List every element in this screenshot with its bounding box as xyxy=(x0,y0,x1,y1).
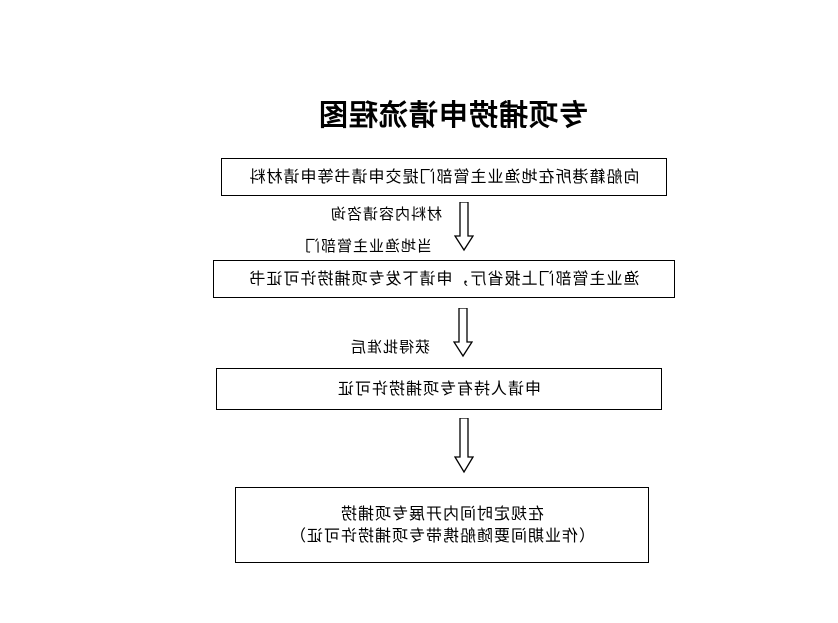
arrow-3 xyxy=(454,418,474,474)
note-approved: 获得批准后 xyxy=(349,338,430,356)
step-2-text: 渔业主管部门上报省厅，申请下发专项捕捞许可证书 xyxy=(248,269,640,288)
note-department: 当地渔业主管部门 xyxy=(303,237,432,255)
step-4-box: 在规定时间内开展专项捕捞 （作业期间要随船携带专项捕捞许可证） xyxy=(235,487,649,563)
step-4-text-line-2: （作业期间要随船携带专项捕捞许可证） xyxy=(289,526,596,545)
note-consult: 材料内容请咨询 xyxy=(329,205,442,223)
diagram-title: 专项捕捞申请流程图 xyxy=(317,98,588,132)
step-3-text: 申请人持有专项捕捞许可证 xyxy=(337,379,542,398)
step-2-box: 渔业主管部门上报省厅，申请下发专项捕捞许可证书 xyxy=(213,260,675,298)
step-4-text-line-1: 在规定时间内开展专项捕捞 xyxy=(340,504,545,523)
step-3-box: 申请人持有专项捕捞许可证 xyxy=(216,368,662,410)
step-1-box: 向船籍港所在地渔业主管部门提交申请书等申请材料 xyxy=(221,158,667,196)
step-1-text: 向船籍港所在地渔业主管部门提交申请书等申请材料 xyxy=(248,167,640,186)
arrow-2 xyxy=(453,308,473,358)
arrow-1 xyxy=(454,202,474,252)
